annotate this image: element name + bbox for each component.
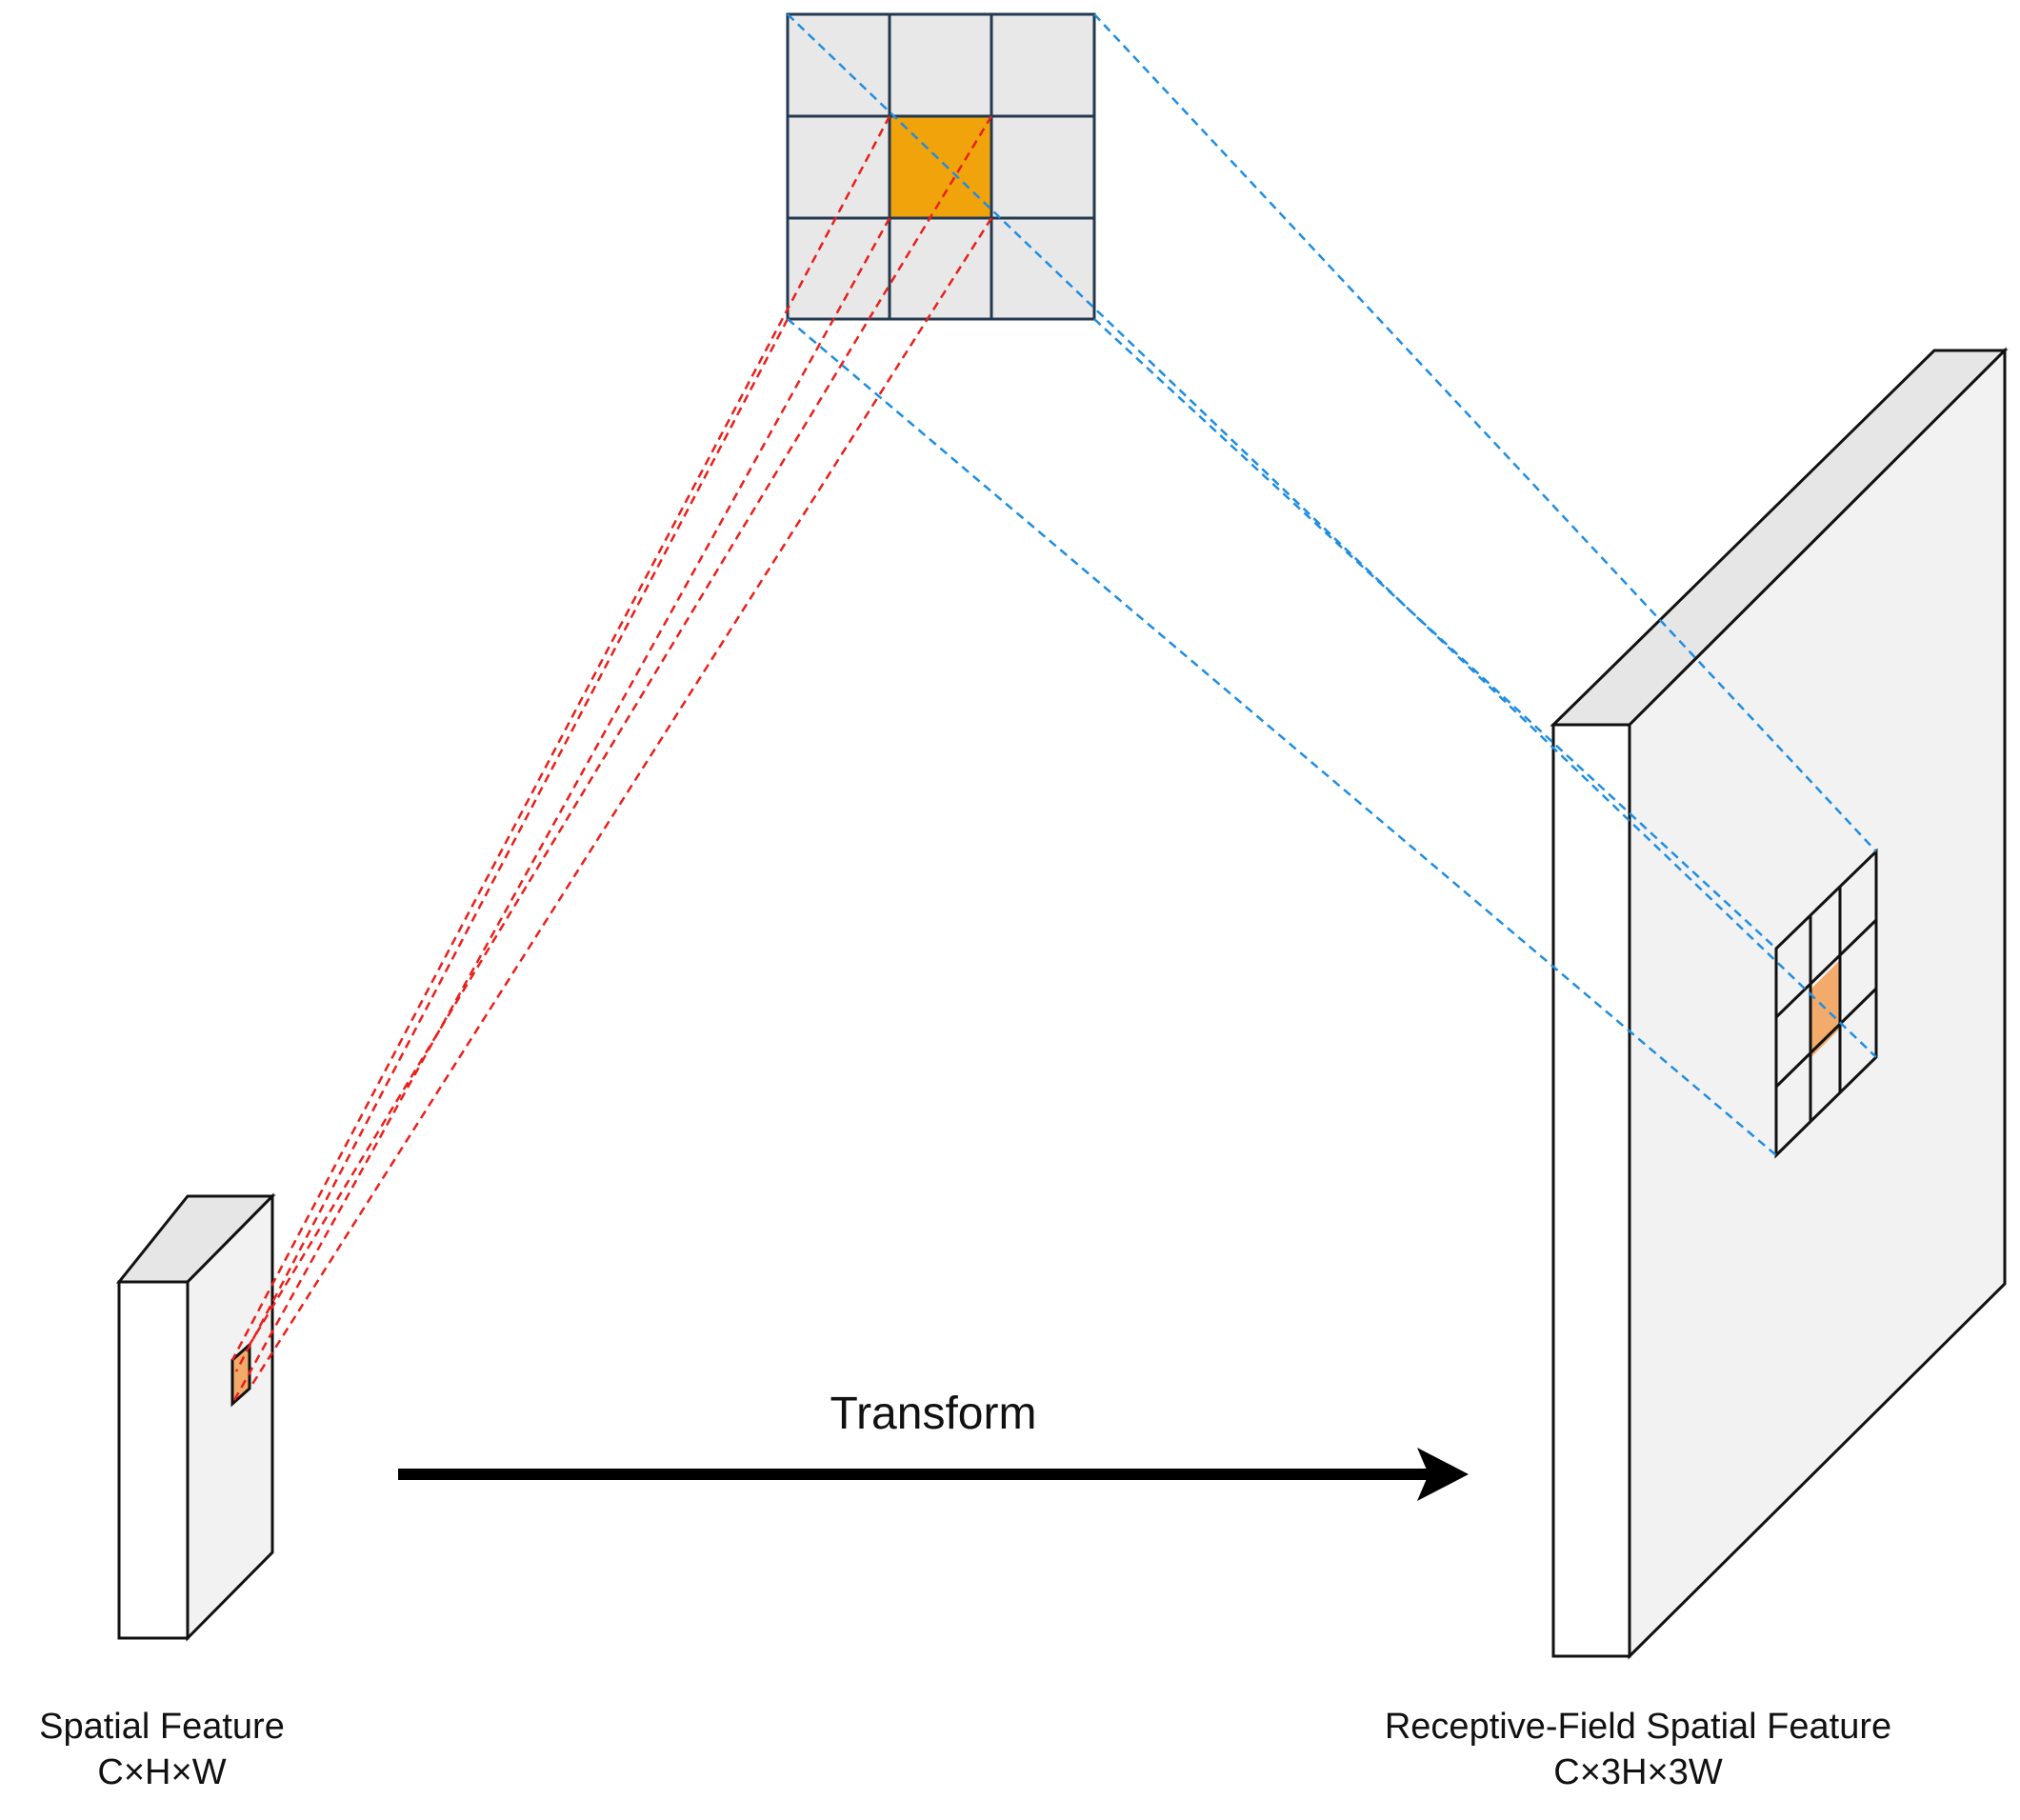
receptive-field-block xyxy=(1550,347,2009,1660)
receptive-field-shape: C×3H×3W xyxy=(1553,1751,1723,1792)
blue-projection-line xyxy=(787,13,1877,1058)
red-projection-line xyxy=(230,115,891,1361)
receptive-field-grid xyxy=(1774,848,1878,1159)
kernel-grid xyxy=(786,12,1096,321)
blue-projection-lines xyxy=(787,13,1877,1156)
receptive-field-grid-center-cell xyxy=(1810,960,1840,1058)
spatial-feature-label: Spatial Feature C×H×W xyxy=(0,1705,324,1795)
red-projection-line xyxy=(230,217,891,1405)
transform-label: Transform xyxy=(743,1386,1124,1443)
spatial-feature-shape: C×H×W xyxy=(97,1751,227,1792)
receptive-field-label: Receptive-Field Spatial Feature C×3H×3W xyxy=(1314,1705,1962,1795)
spatial-feature-block xyxy=(115,1192,276,1642)
spatial-feature-name: Spatial Feature xyxy=(39,1707,285,1747)
kernel-grid-outline xyxy=(786,12,1096,321)
red-projection-lines xyxy=(230,115,993,1405)
red-projection-line xyxy=(248,217,993,1390)
blue-projection-line xyxy=(1093,13,1877,852)
blue-projection-line xyxy=(787,318,1777,1156)
receptive-field-grid-line xyxy=(1774,987,1878,1089)
blue-projection-line xyxy=(1093,318,1777,950)
receptive-field-front-face xyxy=(1551,723,1631,1658)
receptive-field-name: Receptive-Field Spatial Feature xyxy=(1384,1707,1892,1747)
red-projection-line xyxy=(248,115,993,1346)
transform-text: Transform xyxy=(830,1389,1037,1439)
transform-arrow-head xyxy=(1417,1448,1469,1501)
kernel-center-cell xyxy=(890,116,991,218)
receptive-field-grid-line xyxy=(1774,918,1878,1019)
transform-arrow xyxy=(398,1448,1469,1501)
red-projection-line xyxy=(234,318,790,1372)
spatial-feature-front-face xyxy=(117,1280,190,1640)
